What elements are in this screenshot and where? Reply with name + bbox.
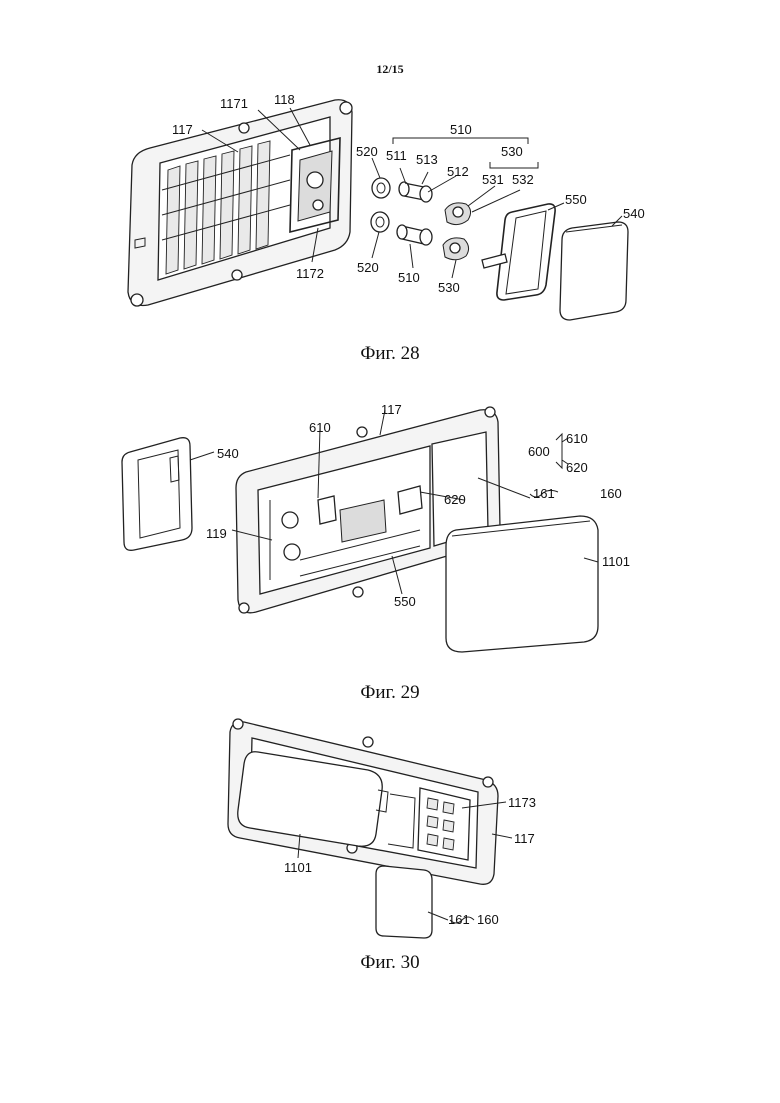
ref-531: 531 — [482, 172, 504, 187]
ref-510-lower: 510 — [398, 270, 420, 285]
figure-29-drawing: 540 610 117 600 610 620 620 161 160 119 … — [0, 380, 780, 670]
figure-29: 540 610 117 600 610 620 620 161 160 119 … — [0, 380, 780, 670]
ref-610-group: 610 — [566, 431, 588, 446]
ref-610-upper: 610 — [309, 420, 331, 435]
ref-512: 512 — [447, 164, 469, 179]
ref-520-lower: 520 — [357, 260, 379, 275]
figure-28-caption: Фиг. 28 — [0, 343, 780, 365]
plug-510-drawing — [397, 182, 432, 245]
ref-510-group: 510 — [450, 122, 472, 137]
panel-161-drawing — [376, 866, 432, 938]
ref-1101: 1101 — [602, 554, 630, 569]
figure-30-drawing: 1173 117 1101 161 160 — [0, 708, 780, 948]
ref-117: 117 — [514, 831, 535, 846]
ref-161: 161 — [533, 486, 555, 501]
ref-160: 160 — [477, 912, 499, 927]
ref-161: 161 — [448, 912, 470, 927]
figure-28-drawing: 117 1171 118 1172 520 520 510 511 513 51… — [0, 0, 780, 340]
cover-540-frame-drawing — [122, 438, 192, 551]
ref-117: 117 — [381, 402, 402, 417]
seal-520-drawing — [371, 178, 390, 232]
ref-1172: 1172 — [296, 266, 324, 281]
ref-520-upper: 520 — [356, 144, 378, 159]
cover-1101-drawing — [446, 516, 598, 652]
ref-532: 532 — [512, 172, 534, 187]
ref-513: 513 — [416, 152, 438, 167]
ref-550: 550 — [565, 192, 587, 207]
ref-600: 600 — [528, 444, 550, 459]
ref-620-group: 620 — [566, 460, 588, 475]
figure-30-caption: Фиг. 30 — [0, 952, 780, 974]
ref-160: 160 — [600, 486, 622, 501]
ref-620: 620 — [444, 492, 466, 507]
ref-1171: 1171 — [220, 96, 248, 111]
ref-118: 118 — [274, 92, 295, 107]
ref-119: 119 — [206, 526, 227, 541]
figure-30: 1173 117 1101 161 160 Фиг. 30 — [0, 708, 780, 948]
figure-29-caption: Фиг. 29 — [0, 682, 780, 704]
ref-550: 550 — [394, 594, 416, 609]
ref-511: 511 — [386, 148, 407, 163]
figure-28: 117 1171 118 1172 520 520 510 511 513 51… — [0, 0, 780, 340]
ref-117: 117 — [172, 122, 193, 137]
ref-1173: 1173 — [508, 795, 536, 810]
cover-540-drawing — [560, 222, 628, 320]
ref-540: 540 — [623, 206, 645, 221]
ref-530-lower: 530 — [438, 280, 460, 295]
ref-540: 540 — [217, 446, 239, 461]
gasket-550-drawing — [482, 204, 555, 300]
ref-1101: 1101 — [284, 860, 312, 875]
ref-530-group: 530 — [501, 144, 523, 159]
flange-530-drawing — [443, 203, 471, 260]
